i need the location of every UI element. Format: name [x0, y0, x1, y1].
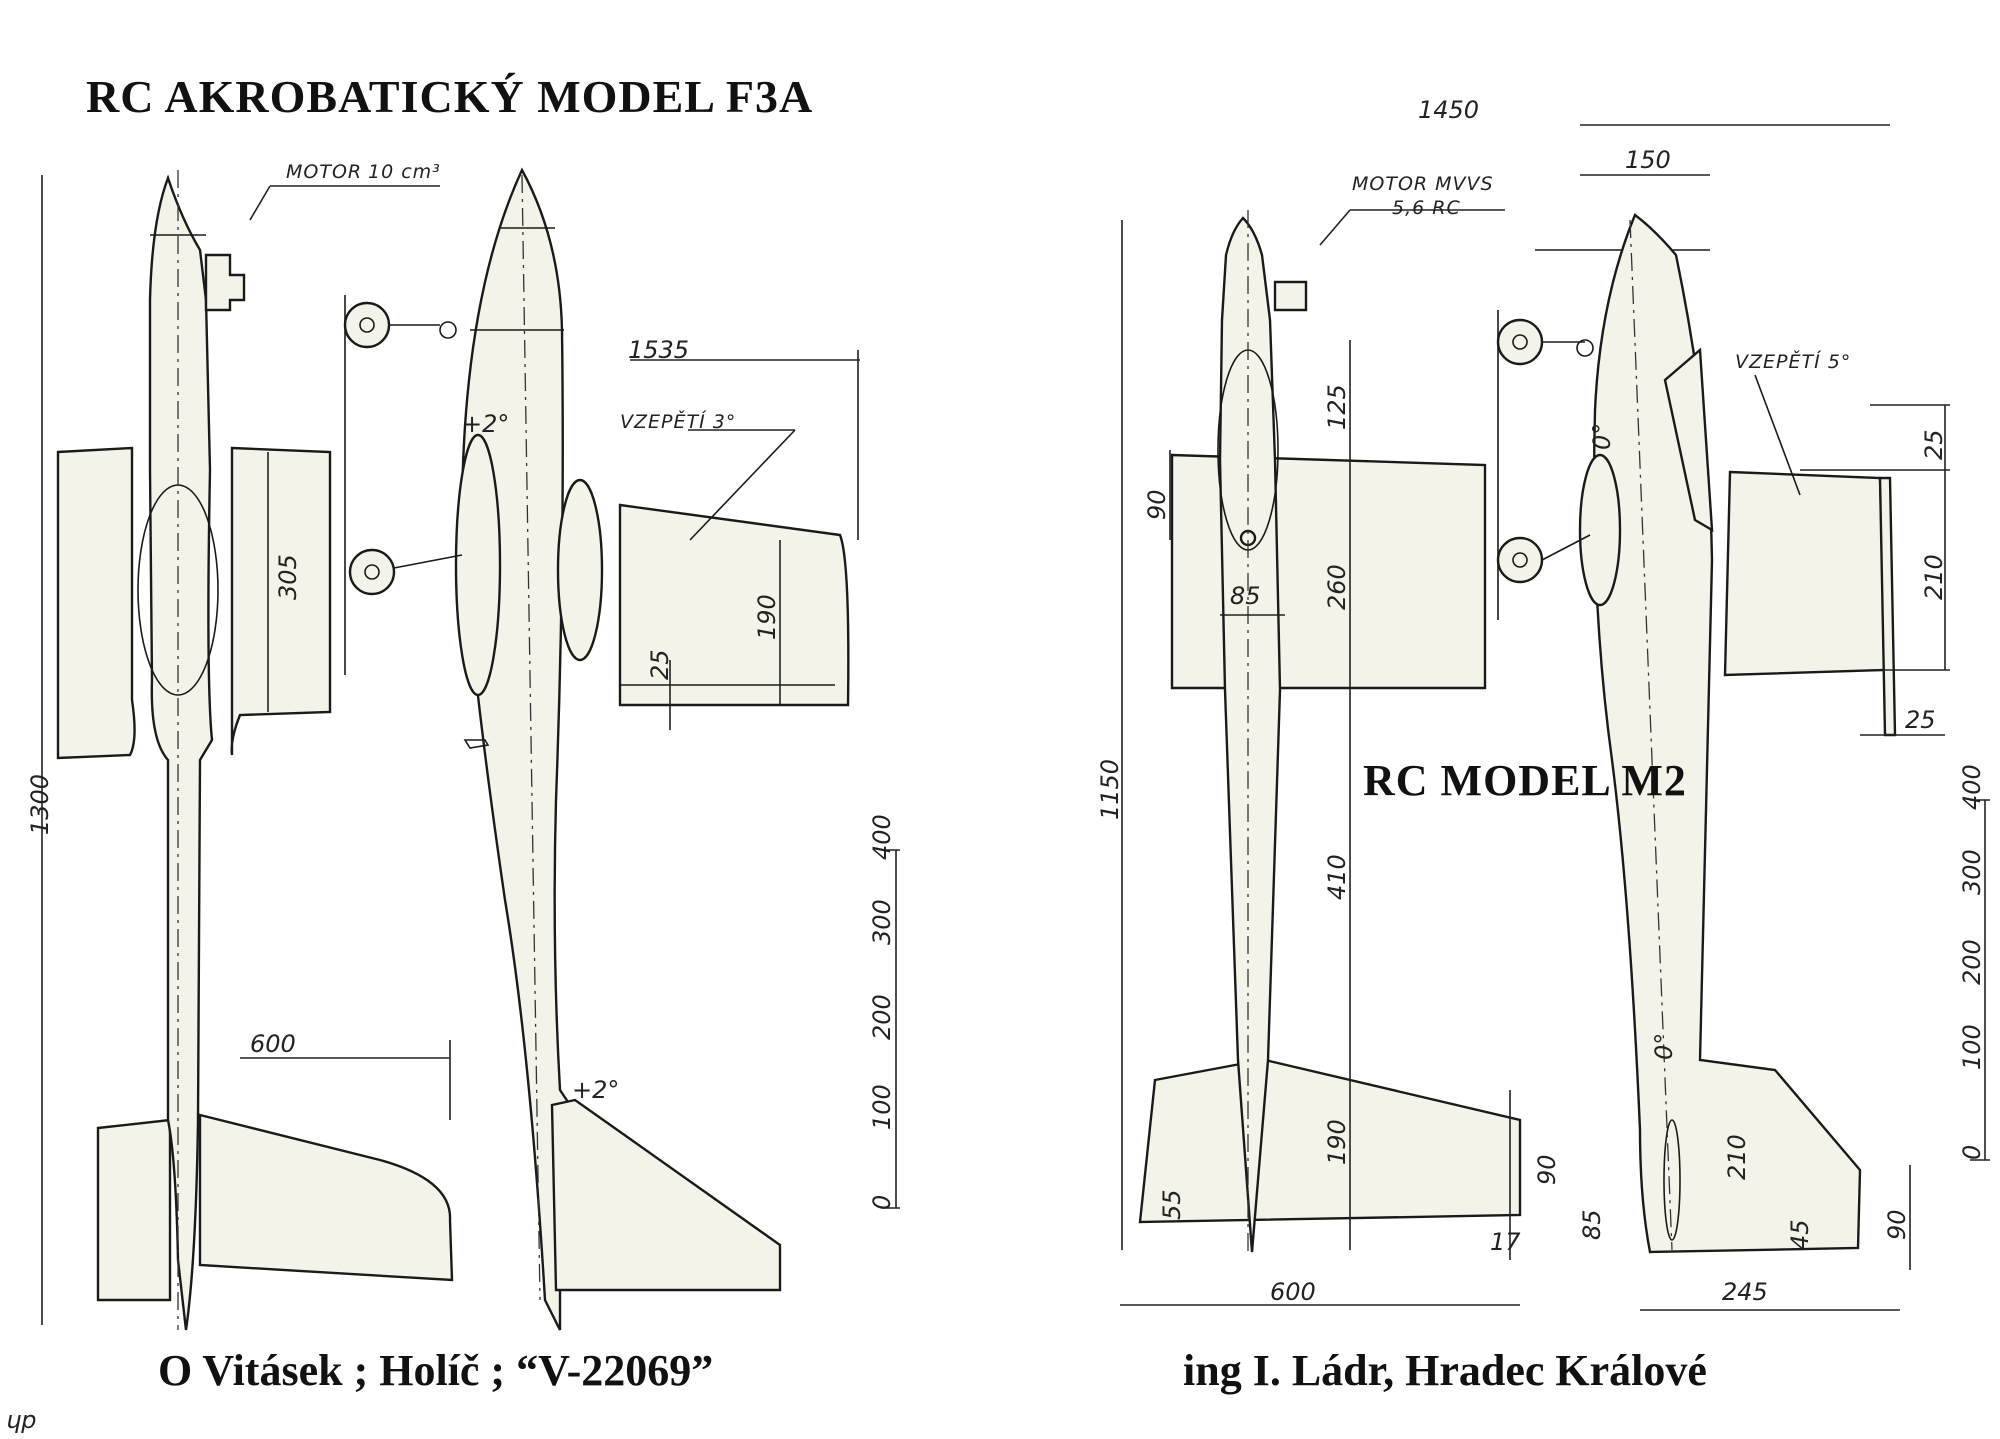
f3a-wing-top-right [230, 446, 332, 756]
f3a-author: O Vitásek ; Holíč ; “V-22069” [158, 1346, 714, 1395]
f3a-dihedral-label: VZEPĚTÍ 3° [620, 410, 736, 433]
m2-dimensions [1120, 124, 1911, 1311]
m2-dihedral-label: VZEPĚTÍ 5° [1735, 350, 1851, 373]
f3a-scale-100: 100 [868, 1084, 896, 1130]
m2-tail-span-dim: 600 [1270, 1278, 1316, 1306]
m2-fuselage-width-dim: 85 [1230, 582, 1261, 610]
m2-prop-dim: 150 [1625, 146, 1671, 174]
f3a-wing-dihedral [618, 503, 850, 707]
m2-side-view [1496, 213, 1862, 1254]
f3a-scale-bar [882, 849, 900, 1209]
f3a-scale-0: 0 [868, 1195, 896, 1210]
m2-tail-arm-dim: 410 [1323, 854, 1351, 900]
m2-wing-dihedral [1723, 470, 1887, 677]
f3a-side-view [343, 167, 782, 1331]
f3a-motor-label-2: 10 cm³ [368, 161, 441, 183]
m2-wing-le-dim: 90 [1143, 489, 1171, 520]
m2-motor [1273, 280, 1308, 312]
m2-scale-200: 200 [1958, 939, 1986, 985]
f3a-nose-wheel [343, 301, 391, 349]
m2-scale-labels: 400 300 200 100 0 [1958, 764, 1986, 1160]
f3a-dihedral-view [618, 350, 860, 730]
f3a-title: RC AKROBATICKÝ MODEL F3A [86, 71, 814, 122]
m2-tail-cut-dim: 55 [1158, 1189, 1186, 1220]
corner-mark: ɥp [6, 1406, 36, 1434]
f3a-fuselage-top [148, 174, 214, 1331]
f3a-incidence-tail: +2° [572, 1076, 619, 1104]
f3a-tailplane [96, 1118, 172, 1302]
m2-nose-dim: 125 [1323, 384, 1351, 430]
m2-wing-profile [1578, 453, 1622, 607]
f3a-tip-chord-dim: 190 [753, 594, 781, 640]
f3a-motor [204, 253, 246, 312]
m2-dihedral-panel-dim: 210 [1920, 554, 1948, 600]
m2-span-dim: 1450 [1418, 96, 1479, 124]
m2-dihedral-bottom-dim: 25 [1905, 706, 1936, 734]
m2-wing-chord-dim: 260 [1323, 564, 1351, 610]
f3a-scale-400: 400 [868, 814, 896, 860]
m2-top-view [1138, 210, 1522, 1255]
m2-motor-label-1: MOTOR MVVS [1352, 173, 1494, 195]
m2-fin-tip-dim: 90 [1883, 1209, 1911, 1240]
m2-scale-bar [1970, 799, 1990, 1161]
m2-tail-tip-gap-dim: 17 [1490, 1228, 1521, 1256]
f3a-incidence-wing: +2° [462, 410, 509, 438]
f3a-dihedral-rise-dim: 25 [646, 649, 674, 680]
f3a-tail-span-dim: 600 [250, 1030, 296, 1058]
f3a-motor-label-1: MOTOR [286, 161, 362, 183]
f3a-scale-300: 300 [868, 899, 896, 945]
m2-dihedral-top-dim: 25 [1920, 429, 1948, 460]
m2-fuselage-top [1218, 216, 1282, 1253]
m2-nose-wheel [1496, 318, 1544, 366]
f3a-wing-top [56, 446, 136, 760]
m2-scale-0: 0 [1958, 1145, 1986, 1160]
f3a-length-dim: 1300 [26, 774, 54, 835]
f3a-dimensions [41, 175, 451, 1325]
f3a-chord-dim: 305 [274, 554, 302, 600]
f3a-top-view [56, 170, 454, 1331]
m2-fin-length-dim: 245 [1722, 1278, 1768, 1306]
m2-fin-rudder-dim: 45 [1786, 1219, 1814, 1250]
m2-main-wheel [1496, 536, 1544, 584]
f3a-main-wheel [348, 548, 396, 596]
f3a-tailplane-right [198, 1113, 454, 1282]
m2-incidence-wing: 0° [1588, 423, 1616, 450]
m2-scale-300: 300 [1958, 849, 1986, 895]
m2-incidence-tail: 0° [1650, 1033, 1678, 1060]
m2-title: RC MODEL M2 [1363, 756, 1687, 805]
m2-tail-tip-dim: 90 [1533, 1154, 1561, 1185]
m2-tail-root-dim: 190 [1323, 1119, 1351, 1165]
f3a-span-dim: 1535 [628, 336, 689, 364]
f3a-scale-labels: 400 300 200 100 0 [868, 814, 896, 1210]
f3a-scale-200: 200 [868, 994, 896, 1040]
m2-fin-base-dim: 85 [1578, 1209, 1606, 1240]
f3a-wing-profile [454, 433, 502, 697]
f3a-fin [550, 1098, 782, 1292]
m2-dihedral-view [1723, 374, 1950, 737]
m2-author: ing I. Ládr, Hradec Králové [1183, 1346, 1707, 1395]
m2-motor-label-2: 5,6 RC [1392, 197, 1461, 219]
m2-tailplane [1138, 1058, 1522, 1224]
m2-scale-100: 100 [1958, 1024, 1986, 1070]
m2-scale-400: 400 [1958, 764, 1986, 810]
m2-canopy-side [1663, 347, 1714, 533]
f3a-canopy-side [556, 478, 604, 662]
m2-fin-height-dim: 210 [1723, 1134, 1751, 1180]
m2-length-dim: 1150 [1096, 759, 1124, 820]
